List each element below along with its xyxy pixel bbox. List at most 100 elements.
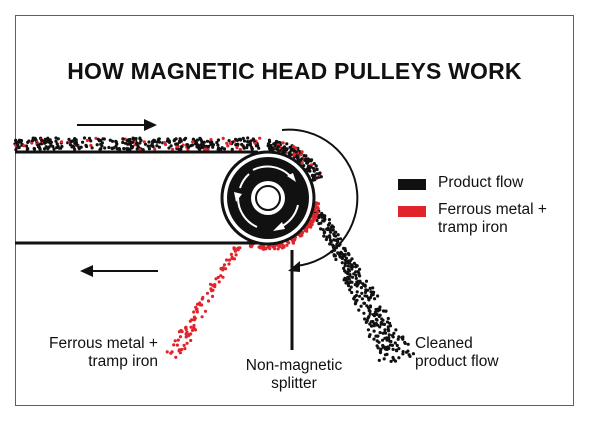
particle: [372, 337, 376, 341]
particle: [72, 145, 76, 149]
particle: [300, 150, 304, 154]
particle: [376, 294, 380, 298]
particle: [206, 145, 210, 149]
particle: [246, 140, 250, 144]
particle: [306, 165, 310, 169]
particle: [195, 138, 199, 142]
particle: [193, 317, 197, 322]
particle: [49, 143, 53, 147]
particle: [209, 138, 213, 142]
particle: [327, 218, 331, 222]
particle: [366, 328, 370, 332]
particle: [358, 274, 362, 278]
particle: [147, 147, 151, 151]
arrow-left-icon: [80, 265, 158, 277]
particle: [131, 145, 135, 149]
particle: [298, 234, 303, 238]
particle: [315, 172, 319, 176]
particle: [258, 136, 262, 140]
particle: [198, 303, 202, 307]
particle: [232, 257, 236, 261]
particle: [389, 339, 393, 344]
legend-label: Product flow: [438, 174, 524, 191]
particle: [112, 146, 116, 150]
particle: [381, 343, 385, 348]
particle: [132, 137, 136, 141]
particle: [331, 228, 335, 232]
particle: [347, 253, 351, 257]
particle: [198, 137, 202, 141]
particle: [334, 234, 338, 238]
particle: [389, 359, 393, 363]
particle: [211, 143, 215, 147]
particle: [45, 138, 50, 142]
particle: [188, 319, 192, 323]
particle: [139, 138, 143, 142]
particle: [179, 147, 183, 151]
particle: [87, 136, 92, 140]
particle: [318, 213, 322, 217]
particle: [384, 331, 388, 335]
particle: [225, 141, 229, 145]
particle: [359, 304, 363, 308]
particle: [355, 298, 359, 302]
particle: [238, 147, 242, 152]
particle: [357, 271, 361, 276]
particle: [332, 253, 336, 257]
particle: [322, 234, 326, 238]
particle: [386, 325, 390, 329]
particle: [82, 136, 87, 140]
particle: [177, 330, 181, 334]
particle: [206, 299, 211, 303]
particle: [328, 221, 332, 225]
belt-wrap: [220, 150, 316, 246]
particle: [328, 235, 332, 240]
particle: [230, 255, 234, 259]
particle: [315, 212, 319, 217]
particle: [393, 359, 398, 363]
particle: [359, 286, 363, 290]
particle: [281, 244, 286, 248]
particle: [380, 317, 384, 321]
particle: [73, 147, 77, 151]
particle: [163, 142, 168, 147]
particle: [352, 261, 356, 265]
particle: [358, 294, 362, 298]
particle: [185, 341, 189, 345]
particle: [32, 137, 36, 141]
particle: [209, 287, 213, 291]
particle: [294, 146, 298, 150]
particle: [167, 139, 171, 143]
particle: [40, 138, 44, 143]
particle: [276, 247, 280, 251]
particle: [393, 341, 397, 345]
particle: [235, 146, 239, 150]
particle: [315, 201, 319, 206]
particle: [358, 279, 362, 283]
particle: [186, 334, 191, 338]
particle: [236, 142, 240, 146]
particle: [189, 338, 193, 343]
particle: [338, 237, 343, 241]
particle: [381, 322, 385, 326]
particle: [354, 273, 358, 277]
particle: [406, 349, 410, 353]
particle: [174, 355, 178, 359]
particle: [242, 145, 246, 149]
particle: [225, 258, 229, 262]
particle: [294, 150, 298, 154]
particle: [175, 343, 179, 347]
particle: [354, 265, 358, 269]
legend-swatch: [398, 179, 426, 190]
particle: [339, 250, 343, 254]
particle: [89, 143, 93, 147]
particle: [324, 237, 328, 242]
particle: [224, 267, 228, 271]
particle: [46, 147, 50, 151]
particle: [245, 143, 250, 147]
particle: [356, 282, 360, 286]
particle: [270, 146, 274, 150]
particle: [377, 358, 381, 362]
particle: [178, 335, 183, 339]
